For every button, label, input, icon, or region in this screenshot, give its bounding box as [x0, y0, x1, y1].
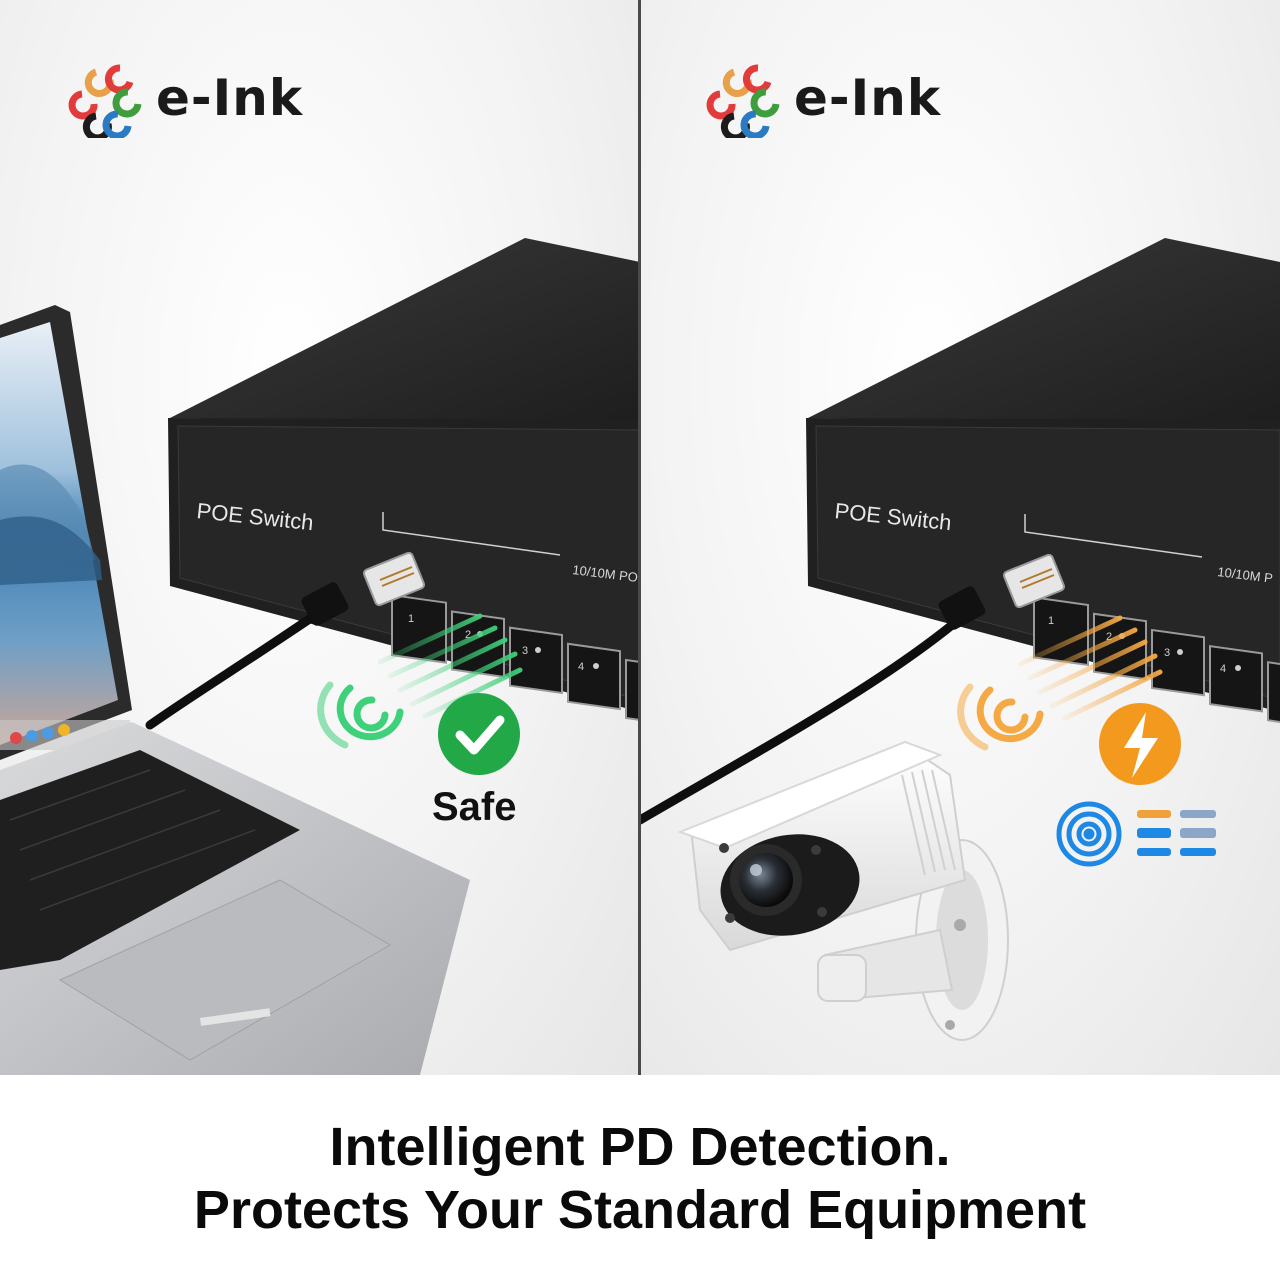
svg-text:1: 1 — [408, 613, 414, 625]
target-rings-icon — [1056, 801, 1122, 867]
svg-text:1: 1 — [1048, 615, 1054, 627]
caption-area — [0, 1075, 1280, 1280]
laptop — [0, 305, 470, 1075]
ethernet-cable — [145, 600, 335, 730]
poe-switch: POE Switch 10/10M PO 1 2 3 4 — [168, 238, 640, 722]
svg-text:4: 4 — [578, 661, 584, 673]
list-bars-icon — [1137, 810, 1216, 856]
security-camera — [677, 740, 1009, 1041]
left-panel: POE Switch 10/10M PO 1 2 3 4 — [0, 0, 640, 1075]
brand-logo-icon — [706, 64, 780, 138]
detection-spiral-icon — [957, 683, 1044, 751]
lightning-bolt-icon — [1099, 703, 1181, 785]
svg-text:2: 2 — [1106, 631, 1112, 643]
brand-name: e-Ink — [156, 69, 304, 127]
port-speed-label: 10/10M P — [1217, 564, 1274, 586]
port-number-labels: 1 2 3 4 — [1048, 615, 1226, 675]
signal-waves — [1017, 615, 1163, 721]
brand-logo-icon — [68, 64, 142, 138]
rj45-plug — [301, 551, 426, 626]
brand-logo: e-Ink — [704, 58, 941, 138]
safe-status-label: Safe — [432, 785, 517, 829]
rj45-plug — [938, 553, 1066, 630]
camera-switch-scene: POE Switch 10/10M P 1 2 3 4 — [640, 238, 1280, 1041]
laptop-switch-scene: POE Switch 10/10M PO 1 2 3 4 — [0, 238, 640, 1075]
caption-line-1: Intelligent PD Detection. — [329, 1117, 951, 1177]
right-panel: POE Switch 10/10M P 1 2 3 4 — [640, 0, 1280, 1075]
svg-text:4: 4 — [1220, 663, 1226, 675]
svg-text:3: 3 — [522, 645, 528, 657]
panel-divider — [638, 0, 641, 1075]
caption-line-2: Protects Your Standard Equipment — [193, 1180, 1087, 1240]
poe-switch: POE Switch 10/10M P 1 2 3 4 — [806, 238, 1280, 724]
signal-waves — [377, 613, 523, 719]
ethernet-cable — [640, 605, 975, 825]
brand-name: e-Ink — [794, 69, 942, 127]
svg-text:3: 3 — [1164, 647, 1170, 659]
brand-logo: e-Ink — [66, 58, 303, 138]
detection-spiral-icon — [317, 681, 404, 749]
check-circle-icon — [438, 693, 520, 775]
svg-text:2: 2 — [465, 629, 471, 641]
port-number-labels: 1 2 3 4 — [408, 613, 584, 673]
